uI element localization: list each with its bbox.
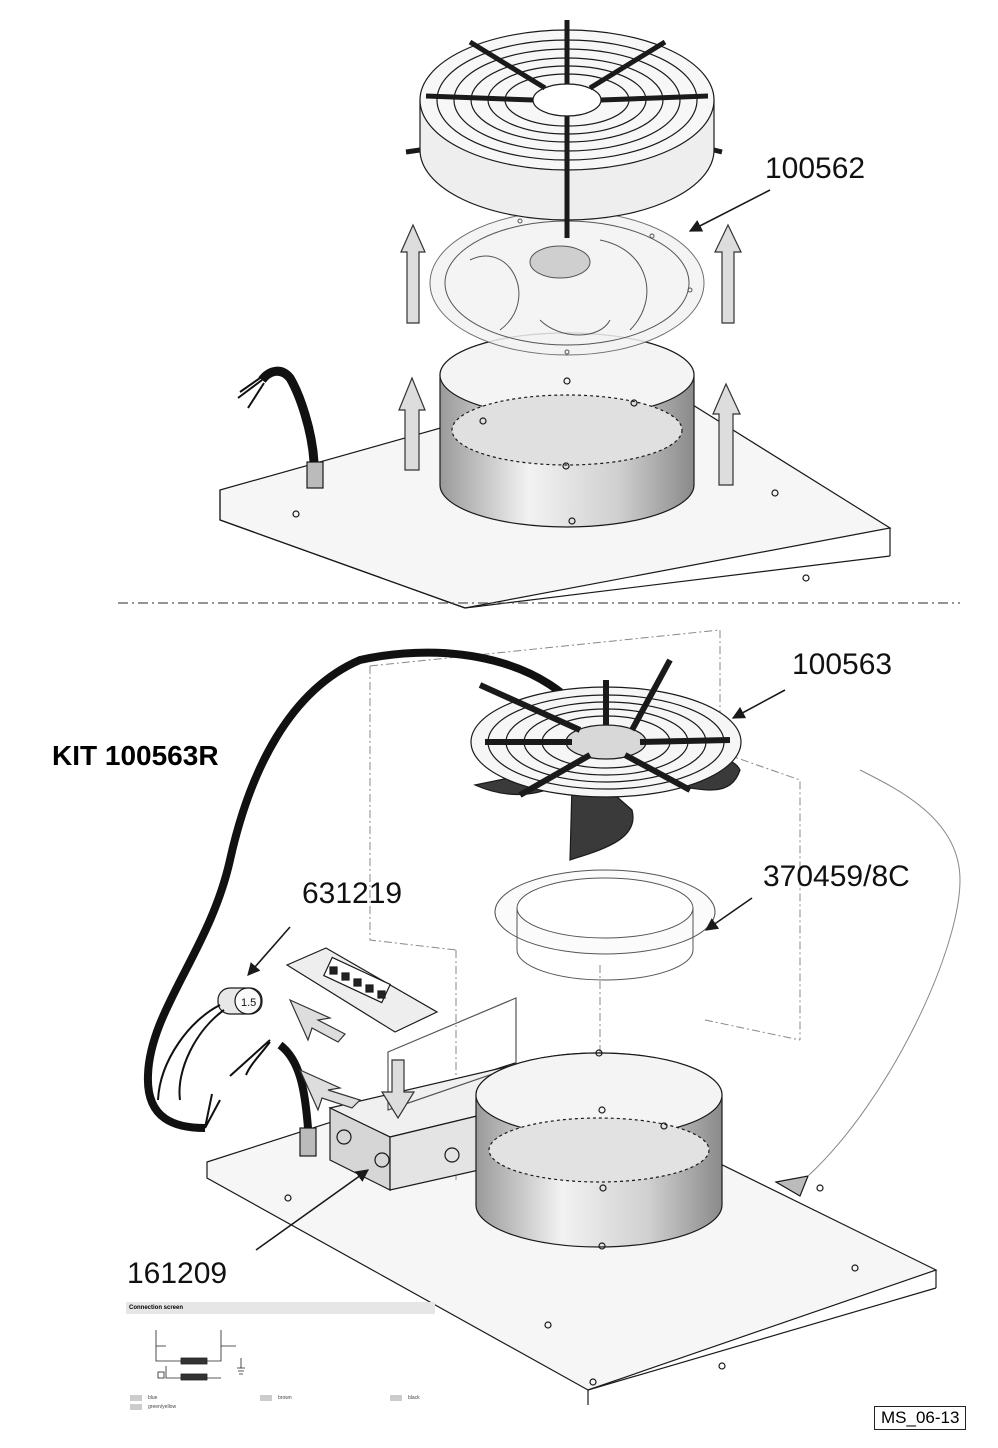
drawing-reference: MS_06-13 [874,1406,967,1430]
bottom-assembly: 1.5 [143,629,961,1405]
terminal-strip [285,947,439,1033]
legend-green-yellow-text: green/yellow [148,1404,177,1410]
earth-warning-sign [774,1175,809,1197]
part-label-161209: 161209 [127,1257,228,1290]
connection-screen-panel: Connection screen blue brown black green… [126,1302,435,1412]
leader-370459 [704,897,753,931]
connection-screen-title: Connection screen [126,1302,435,1314]
top-cable [258,366,319,463]
leader-631219 [247,926,291,976]
part-label-100563: 100563 [792,648,893,681]
wiring-schematic [155,1330,245,1381]
legend-blue: blue [130,1394,157,1402]
bottom-arrows [288,998,416,1120]
legend-black: black [390,1394,420,1402]
top-assembly [219,20,892,609]
bottom-fan [470,658,742,861]
legend-brown-text: brown [278,1395,292,1401]
leader-100563 [731,689,786,719]
legend-blue-text: blue [148,1395,158,1401]
motor-cable [143,648,594,1132]
bottom-cable-gland [299,1127,317,1157]
legend-brown: brown [260,1394,292,1402]
inlet-ring [494,869,716,981]
capacitor-value-text: 1.5 [241,997,256,1009]
top-fan-impeller [429,210,705,356]
legend-black-text: black [408,1395,420,1401]
part-label-100562: 100562 [765,152,866,185]
leader-100562 [688,189,771,232]
kit-label: KIT 100563R [52,740,219,771]
legend-green-yellow: green/yellow [130,1403,176,1411]
part-label-370459: 370459/8C [763,860,910,893]
capacitor: 1.5 [157,987,263,1101]
top-up-arrows [398,223,742,486]
top-guard-grille [405,20,723,238]
leader-161209 [255,1169,370,1251]
part-label-631219: 631219 [302,877,403,910]
top-cable-gland [306,461,324,489]
